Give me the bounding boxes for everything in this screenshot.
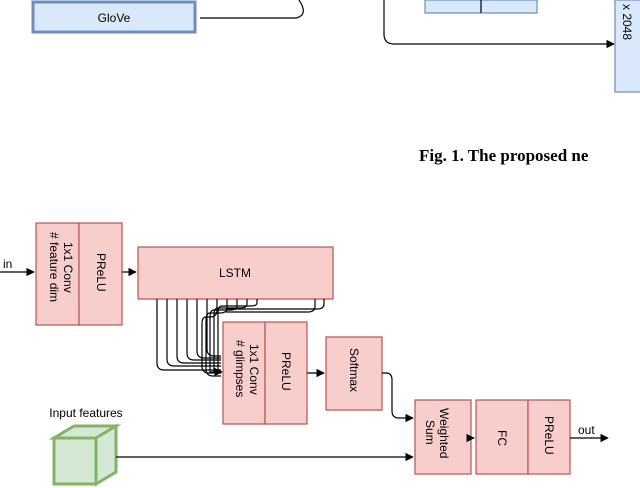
lstm-label: LSTM bbox=[219, 266, 251, 280]
conv2-label-line2: # glimpses bbox=[233, 340, 247, 397]
lstm-outputs bbox=[156, 299, 325, 377]
weighted-sum-box bbox=[414, 399, 472, 475]
input-features-cube-icon bbox=[48, 423, 122, 487]
top-arrow bbox=[383, 0, 615, 49]
conv1-label-line1: 1x1 Conv bbox=[61, 242, 75, 293]
prelu3-label: PReLU bbox=[542, 416, 556, 455]
prelu3-box bbox=[527, 399, 571, 475]
lstm-box bbox=[137, 246, 334, 300]
feature-dim-box bbox=[614, 0, 640, 93]
figure-caption: Fig. 1. The proposed ne bbox=[419, 146, 589, 165]
softmax-to-weighted-arrow bbox=[382, 372, 414, 423]
softmax-box bbox=[325, 336, 383, 411]
fc-box bbox=[475, 399, 529, 475]
glove-label: GloVe bbox=[98, 11, 131, 25]
glove-box bbox=[31, 0, 197, 34]
conv1-label-line2: # feature dim bbox=[47, 232, 61, 302]
weighted-sum-label-line2: Sum bbox=[423, 420, 437, 445]
output-label: out bbox=[578, 423, 595, 437]
input-label: in bbox=[3, 257, 12, 271]
prelu1-box bbox=[78, 222, 123, 326]
feature-dim-label: x 2048 bbox=[620, 4, 634, 40]
softmax-label: Softmax bbox=[347, 348, 361, 392]
conv2-label-line1: 1x1 Conv bbox=[247, 344, 261, 395]
input-features-label: Input features bbox=[49, 406, 122, 420]
fc-label: FC bbox=[495, 430, 509, 446]
prelu2-label: PReLU bbox=[279, 352, 293, 391]
prelu2-box bbox=[264, 321, 308, 425]
weighted-sum-label-line1: Weighted bbox=[437, 408, 451, 458]
conv1-box bbox=[35, 222, 80, 326]
conv2-box bbox=[222, 321, 266, 425]
prelu1-label: PReLU bbox=[94, 253, 108, 292]
glove-curve bbox=[200, 0, 304, 19]
